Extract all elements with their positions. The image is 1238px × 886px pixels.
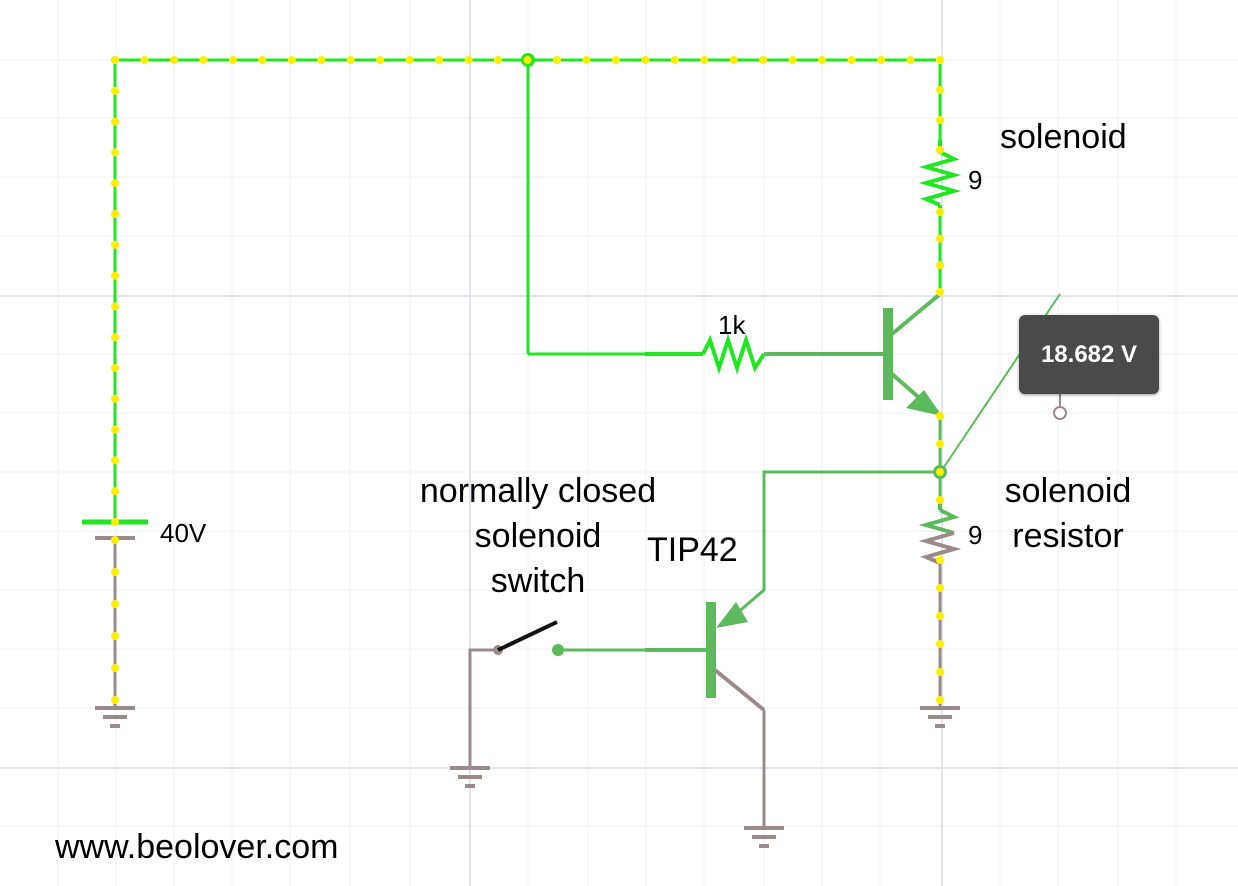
current-dot (111, 117, 119, 126)
solenoid-label: solenoid (1000, 118, 1127, 156)
solenoid-resistor-label-line1: solenoid (1004, 472, 1132, 510)
current-dot (936, 556, 944, 564)
current-dot (788, 56, 797, 64)
solenoid-resistor-label-line2: resistor (1012, 517, 1124, 555)
current-dot (111, 568, 119, 576)
current-dot (936, 261, 944, 270)
current-dot (111, 179, 119, 188)
current-dot (936, 696, 944, 704)
current-dot (936, 208, 944, 216)
current-dot (111, 600, 119, 608)
current-dot (936, 234, 944, 243)
current-dot (346, 56, 355, 64)
current-dot (523, 56, 532, 64)
current-dot (111, 56, 119, 64)
base-resistor-label: 1k (718, 310, 746, 340)
current-dot (936, 288, 944, 296)
current-dot (111, 425, 119, 434)
current-dot (611, 56, 620, 64)
solenoid-resistor-value-label: 9 (968, 520, 983, 550)
transistor-label: TIP42 (647, 531, 738, 569)
current-dot (376, 56, 385, 64)
current-dot (936, 496, 944, 504)
current-dot (199, 56, 208, 64)
current-dot (111, 632, 119, 640)
current-dot (140, 56, 149, 64)
current-dot (936, 668, 944, 676)
current-dot (729, 56, 738, 64)
npn-transistor-symbol[interactable] (883, 292, 942, 500)
current-dot (111, 456, 119, 465)
current-dot (111, 210, 119, 218)
current-dot (936, 640, 944, 648)
current-dot (111, 487, 119, 496)
current-dot (494, 56, 502, 64)
current-dot (700, 56, 709, 64)
current-flow-dots (111, 56, 944, 704)
current-dot (111, 271, 119, 280)
current-dot (936, 440, 944, 448)
current-dot (287, 56, 296, 64)
voltmeter-reading: 18.682 V (1040, 340, 1138, 368)
solenoid-resistor-label: solenoid resistor (993, 469, 1143, 559)
current-dot (936, 468, 944, 476)
current-dot (111, 148, 119, 157)
switch-label-line3: switch (490, 562, 586, 600)
supply-voltage-label: 40V (160, 518, 207, 548)
current-dot (464, 56, 473, 64)
switch-label: normally closed solenoid switch (398, 469, 678, 604)
current-dot (111, 518, 119, 526)
current-dot (111, 394, 119, 403)
website-label: www.beolover.com (55, 828, 339, 866)
current-dot (936, 412, 944, 420)
current-dot (936, 612, 944, 620)
current-dot (936, 146, 944, 154)
current-dot (111, 86, 119, 95)
current-dot (228, 56, 237, 64)
current-dot (759, 56, 768, 64)
current-dot (936, 56, 944, 64)
switch-label-line2: solenoid (474, 517, 602, 555)
pnp-transistor-symbol[interactable] (560, 470, 940, 826)
base-resistor-symbol[interactable] (645, 333, 886, 375)
current-dot (847, 56, 856, 64)
current-dot (111, 696, 119, 704)
current-dot (111, 536, 119, 544)
current-dot (582, 56, 591, 64)
current-dot (111, 364, 119, 372)
current-dot (435, 56, 444, 64)
current-dot (641, 56, 650, 64)
current-dot (906, 56, 915, 64)
current-dot (258, 56, 267, 64)
current-dot (405, 56, 414, 64)
current-dot (936, 86, 944, 94)
current-dot (936, 584, 944, 592)
voltmeter-display[interactable]: 18.682 V (1019, 315, 1159, 394)
current-dot (111, 240, 119, 249)
current-dot (111, 664, 119, 672)
ground-symbols (95, 706, 960, 848)
current-dot (877, 56, 886, 64)
current-dot (936, 116, 944, 124)
current-dot (111, 333, 119, 342)
solenoid-value-label: 9 (968, 165, 983, 195)
switch-symbol[interactable] (468, 620, 564, 768)
switch-label-line1: normally closed (419, 472, 657, 510)
current-dot (317, 56, 326, 64)
current-dot (111, 302, 119, 311)
current-dot (818, 56, 827, 64)
current-dot (670, 56, 679, 64)
current-dot (169, 56, 178, 64)
current-dot (553, 56, 561, 64)
